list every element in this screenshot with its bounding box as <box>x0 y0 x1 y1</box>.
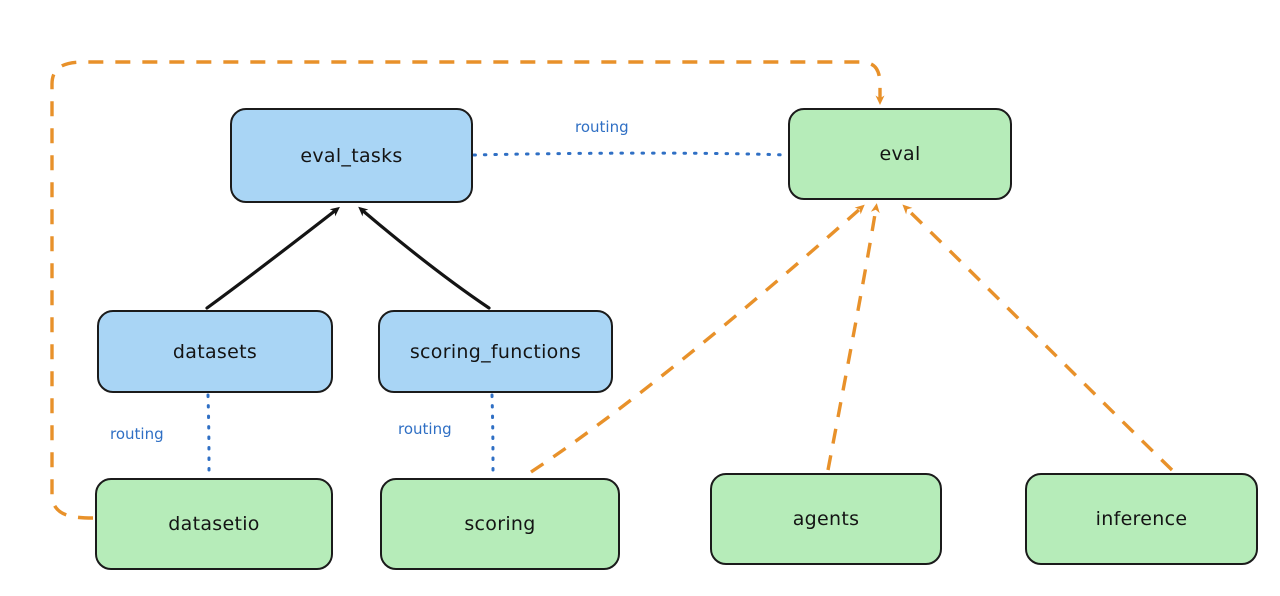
edge-routing-datasets-datasetio <box>206 393 211 479</box>
node-label: scoring <box>464 513 536 535</box>
node-agents[interactable]: agents <box>710 473 942 565</box>
node-inference[interactable]: inference <box>1025 473 1258 565</box>
edge-datasetio-eval <box>50 60 885 520</box>
node-datasetio[interactable]: datasetio <box>95 478 333 570</box>
node-label: eval <box>879 143 921 165</box>
node-label: scoring_functions <box>409 340 582 363</box>
node-datasets[interactable]: datasets <box>97 310 333 393</box>
edge-routing-eval_tasks-eval <box>472 151 789 157</box>
edge-routing-scoring_functions-scoring <box>490 393 495 479</box>
node-label: datasets <box>172 340 258 363</box>
edge-label-routing-eval: routing <box>575 118 629 136</box>
node-label: datasetio <box>168 513 260 535</box>
node-eval[interactable]: eval <box>788 108 1012 200</box>
node-scoring[interactable]: scoring <box>380 478 620 570</box>
edge-label-routing-datasetio: routing <box>110 425 164 443</box>
node-scoring_functions[interactable]: scoring_functions <box>378 310 613 393</box>
edge-scoring_functions-eval_tasks <box>358 206 491 310</box>
edge-inference-eval <box>902 204 1174 472</box>
edge-label-routing-scoring: routing <box>398 420 452 438</box>
node-label: eval_tasks <box>300 144 403 167</box>
node-eval_tasks[interactable]: eval_tasks <box>230 108 473 203</box>
edge-agents-eval <box>826 203 880 471</box>
edge-datasets-eval_tasks <box>205 206 340 310</box>
node-label: inference <box>1095 508 1188 530</box>
edge-scoring-eval <box>530 204 865 474</box>
node-label: agents <box>792 508 860 530</box>
